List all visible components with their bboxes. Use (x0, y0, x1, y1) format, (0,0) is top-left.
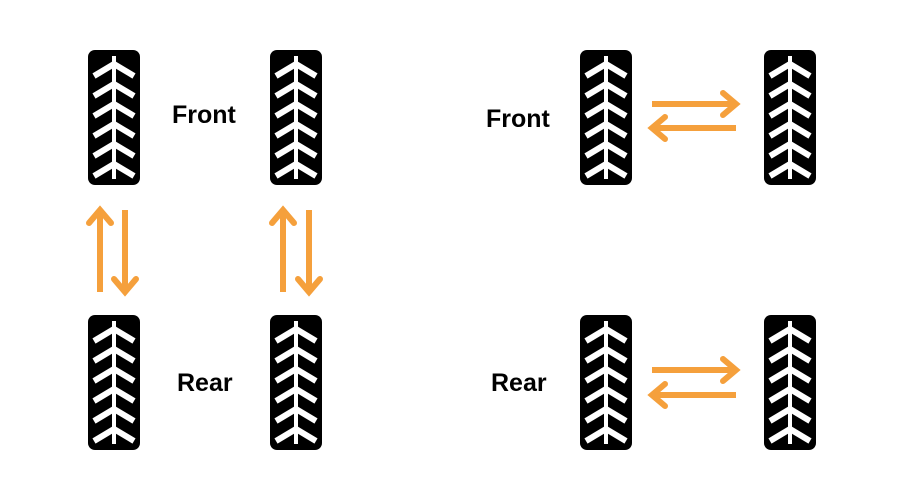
right-column-down-arrow-icon (295, 210, 323, 297)
left-column-down-arrow-icon (111, 210, 139, 297)
right-front-label: Front (486, 105, 550, 133)
rear-left-arrow-icon (647, 381, 736, 409)
right-front-left-tire-icon (580, 50, 632, 185)
right-column-up-arrow-icon (269, 205, 297, 292)
front-right-arrow-icon (652, 90, 741, 118)
right-rear-left-tire-icon (580, 315, 632, 450)
front-left-arrow-icon (647, 114, 736, 142)
rear-right-arrow-icon (652, 356, 741, 384)
left-front-left-tire-icon (88, 50, 140, 185)
right-rear-label: Rear (491, 369, 547, 397)
left-column-up-arrow-icon (86, 205, 114, 292)
left-front-right-tire-icon (270, 50, 322, 185)
left-rear-left-tire-icon (88, 315, 140, 450)
right-front-right-tire-icon (764, 50, 816, 185)
left-rear-right-tire-icon (270, 315, 322, 450)
left-rear-label: Rear (177, 369, 233, 397)
right-rear-right-tire-icon (764, 315, 816, 450)
left-front-label: Front (172, 101, 236, 129)
